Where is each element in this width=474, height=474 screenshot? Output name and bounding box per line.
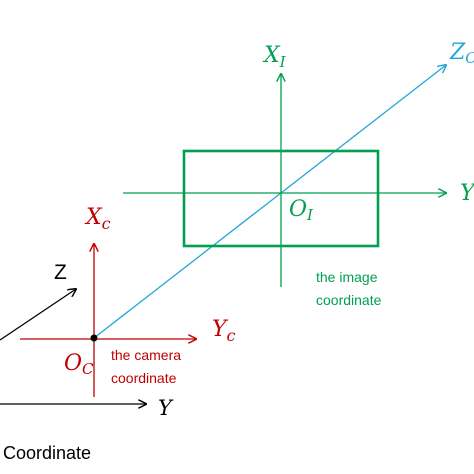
image-caption-line2: coordinate <box>316 292 382 308</box>
camera-y-label: Yc <box>212 317 236 345</box>
camera-caption-line1: the camera <box>111 347 181 363</box>
camera-caption-line2: coordinate <box>111 370 177 386</box>
image-caption-line1: the image <box>316 269 378 285</box>
camera-x-label: Xc <box>84 205 111 233</box>
image-origin-label: OI <box>289 197 314 224</box>
optical-z-label: ZC <box>449 40 474 67</box>
image-y-label: Y <box>460 181 474 206</box>
camera-origin-point <box>90 334 98 342</box>
world-z-axis <box>0 289 76 341</box>
caption-coordinate: Coordinate <box>3 443 91 463</box>
world-z-label: Z <box>54 261 67 284</box>
world-y-label: Y <box>158 396 174 420</box>
optical-axis <box>93 65 446 339</box>
camera-origin-label: OC <box>64 351 94 378</box>
image-x-label: XI <box>262 43 287 71</box>
